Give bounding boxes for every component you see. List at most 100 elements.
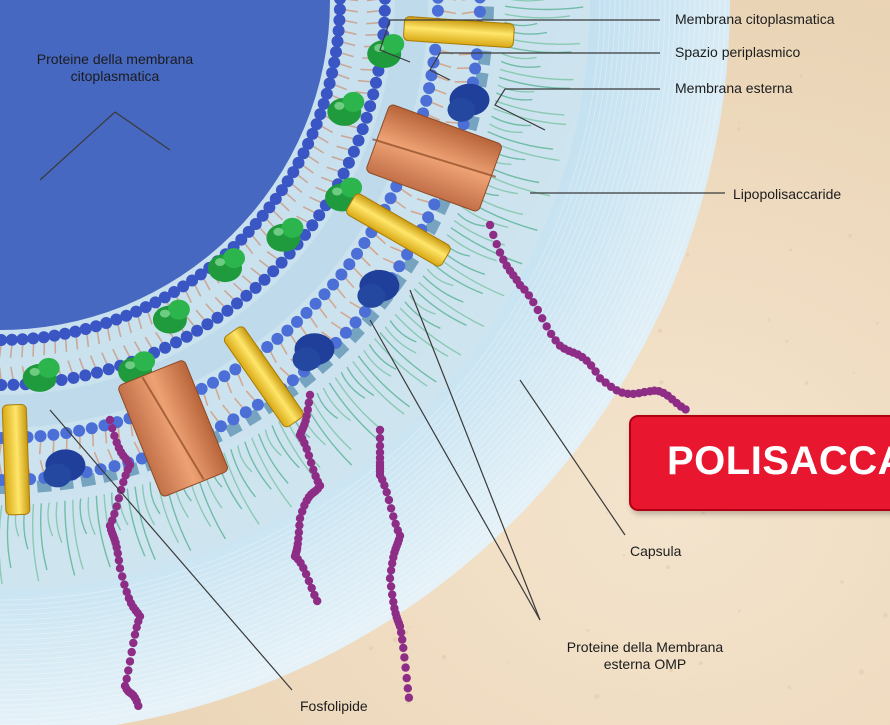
outer-membrane-lipid-head — [327, 279, 339, 291]
cytoplasmic-protein-lobe — [223, 248, 245, 268]
outer-membrane-lipid-tail — [459, 54, 473, 55]
polysaccharide-bead — [529, 298, 537, 306]
outer-membrane-lipid-head — [343, 258, 355, 270]
cytoplasmic-membrane-lipid-head — [59, 328, 71, 340]
outer-membrane-lipid-head — [423, 82, 435, 94]
polysaccharide-bead — [113, 502, 121, 510]
polysaccharide-bead — [489, 231, 497, 239]
cytoplasmic-membrane-lipid-head — [159, 342, 171, 354]
polysaccharide-bead — [120, 580, 128, 588]
background-speckle — [606, 512, 608, 514]
cytoplasmic-protein-lobe — [382, 34, 404, 54]
polysaccharide-bead — [404, 684, 412, 692]
cytoplasmic-membrane-lipid-head — [240, 290, 252, 302]
cytoplasmic-membrane-lipid-head — [321, 88, 333, 100]
cytoplasmic-membrane-lipid-head — [103, 363, 115, 375]
outer-membrane-lipid-head — [287, 374, 299, 386]
polysaccharide-bead — [385, 496, 393, 504]
cytoplasmic-membrane-lipid-head — [333, 14, 345, 26]
cytoplasmic-membrane-lipid-head — [250, 282, 262, 294]
cytoplasmic-membrane-lipid-head — [181, 331, 193, 343]
polysaccharide-bead — [129, 639, 137, 647]
background-speckle — [737, 128, 740, 131]
outer-membrane-yellow-protein — [2, 404, 30, 515]
outer-membrane-lipid-head — [474, 6, 486, 18]
background-speckle — [876, 322, 879, 325]
background-speckle — [686, 253, 689, 256]
cytoplasmic-membrane-lipid-head — [361, 112, 373, 124]
outer-membrane-lipid-head — [340, 327, 352, 339]
outer-membrane-lipid-head — [350, 316, 362, 328]
outer-membrane-lipid-head — [301, 307, 313, 319]
banner-text: POLISACCARIDI — [667, 439, 890, 484]
background-speckle — [805, 381, 809, 385]
cytoplasmic-membrane-lipid-head — [318, 98, 330, 110]
polysaccharide-bead — [305, 451, 313, 459]
cytoplasmic-protein-highlight — [273, 228, 283, 236]
cytoplasmic-membrane-lipid-head — [7, 379, 19, 391]
cytoplasmic-protein-highlight — [215, 258, 225, 266]
outer-membrane-lipid-head — [428, 198, 440, 210]
cytoplasmic-membrane-lipid-head — [348, 146, 360, 158]
polysaccharide-bead — [305, 398, 313, 406]
cytoplasmic-membrane-lipid-head — [338, 168, 350, 180]
background-speckle — [859, 669, 864, 674]
outer-membrane-lipid-head — [319, 288, 331, 300]
cytoplasmic-membrane-lipid-head — [330, 46, 342, 58]
cytoplasmic-protein-highlight — [125, 361, 135, 369]
cytoplasmic-membrane-lipid-head — [326, 67, 338, 79]
cytoplasmic-membrane-lipid-head — [17, 333, 29, 345]
polysaccharide-bead — [397, 628, 405, 636]
cytoplasmic-protein-lobe — [281, 218, 303, 238]
cytoplasmic-membrane-lipid-head — [259, 274, 271, 286]
cytoplasmic-membrane-lipid-head — [306, 219, 318, 231]
label-fosfolipide: Fosfolipide — [300, 698, 368, 715]
outer-membrane-lipid-tail — [53, 439, 54, 453]
cytoplasmic-membrane-lipid-head — [367, 88, 379, 100]
background-speckle — [799, 74, 803, 78]
cytoplasmic-membrane-lipid-head — [276, 257, 288, 269]
cytoplasmic-membrane-lipid-head — [170, 336, 182, 348]
polysaccharide-bead — [386, 574, 394, 582]
polysaccharide-bead — [493, 240, 501, 248]
polysaccharide-bead — [123, 675, 131, 683]
outer-membrane-lipid-tail — [40, 440, 41, 454]
label-lipopolisaccaride: Lipopolisaccaride — [733, 186, 841, 203]
outer-membrane-blue-protein-lobe — [43, 463, 71, 487]
cytoplasmic-membrane-lipid-tail — [358, 81, 372, 82]
background-speckle — [738, 610, 741, 613]
polysaccharide-bead — [131, 630, 139, 638]
cytoplasmic-protein-lobe — [133, 351, 155, 371]
outer-membrane-lipid-head — [252, 399, 264, 411]
outer-membrane-lipid-head — [109, 460, 121, 472]
outer-membrane-lipid-head — [471, 48, 483, 60]
outer-membrane-lipid-head — [229, 363, 241, 375]
outer-membrane-lipid-head — [291, 316, 303, 328]
outer-membrane-lipid-tail — [93, 432, 94, 446]
cytoplasmic-membrane-lipid-head — [27, 332, 39, 344]
label-proteine-citoplasmatica-line2: citoplasmatica — [4, 68, 226, 85]
cytoplasmic-protein-highlight — [30, 368, 40, 376]
background-speckle — [840, 580, 844, 584]
outer-membrane-lipid-head — [351, 248, 363, 260]
polysaccharide-bead — [543, 322, 551, 330]
cytoplasmic-membrane-lipid-head — [79, 369, 91, 381]
cytoplasmic-membrane-lipid-head — [69, 326, 81, 338]
cytoplasmic-membrane-lipid-tail — [360, 69, 374, 70]
background-speckle — [659, 380, 663, 384]
polysaccharide-bead — [388, 559, 396, 567]
cytoplasmic-membrane-lipid-head — [343, 157, 355, 169]
cytoplasmic-membrane-lipid-tail — [366, 23, 380, 24]
cytoplasmic-membrane-lipid-head — [56, 374, 68, 386]
polysaccharide-bead — [133, 623, 141, 631]
cytoplasmic-membrane-lipid-tail — [365, 35, 379, 36]
cytoplasmic-protein-lobe — [342, 92, 364, 112]
background-speckle — [768, 319, 770, 321]
background-speckle — [848, 234, 852, 238]
outer-membrane-lipid-head — [73, 425, 85, 437]
outer-membrane-lipid-head — [218, 370, 230, 382]
polysaccharide-bead — [126, 657, 134, 665]
outer-membrane-lipid-head — [469, 63, 481, 75]
cytoplasmic-membrane-lipid-head — [48, 330, 60, 342]
